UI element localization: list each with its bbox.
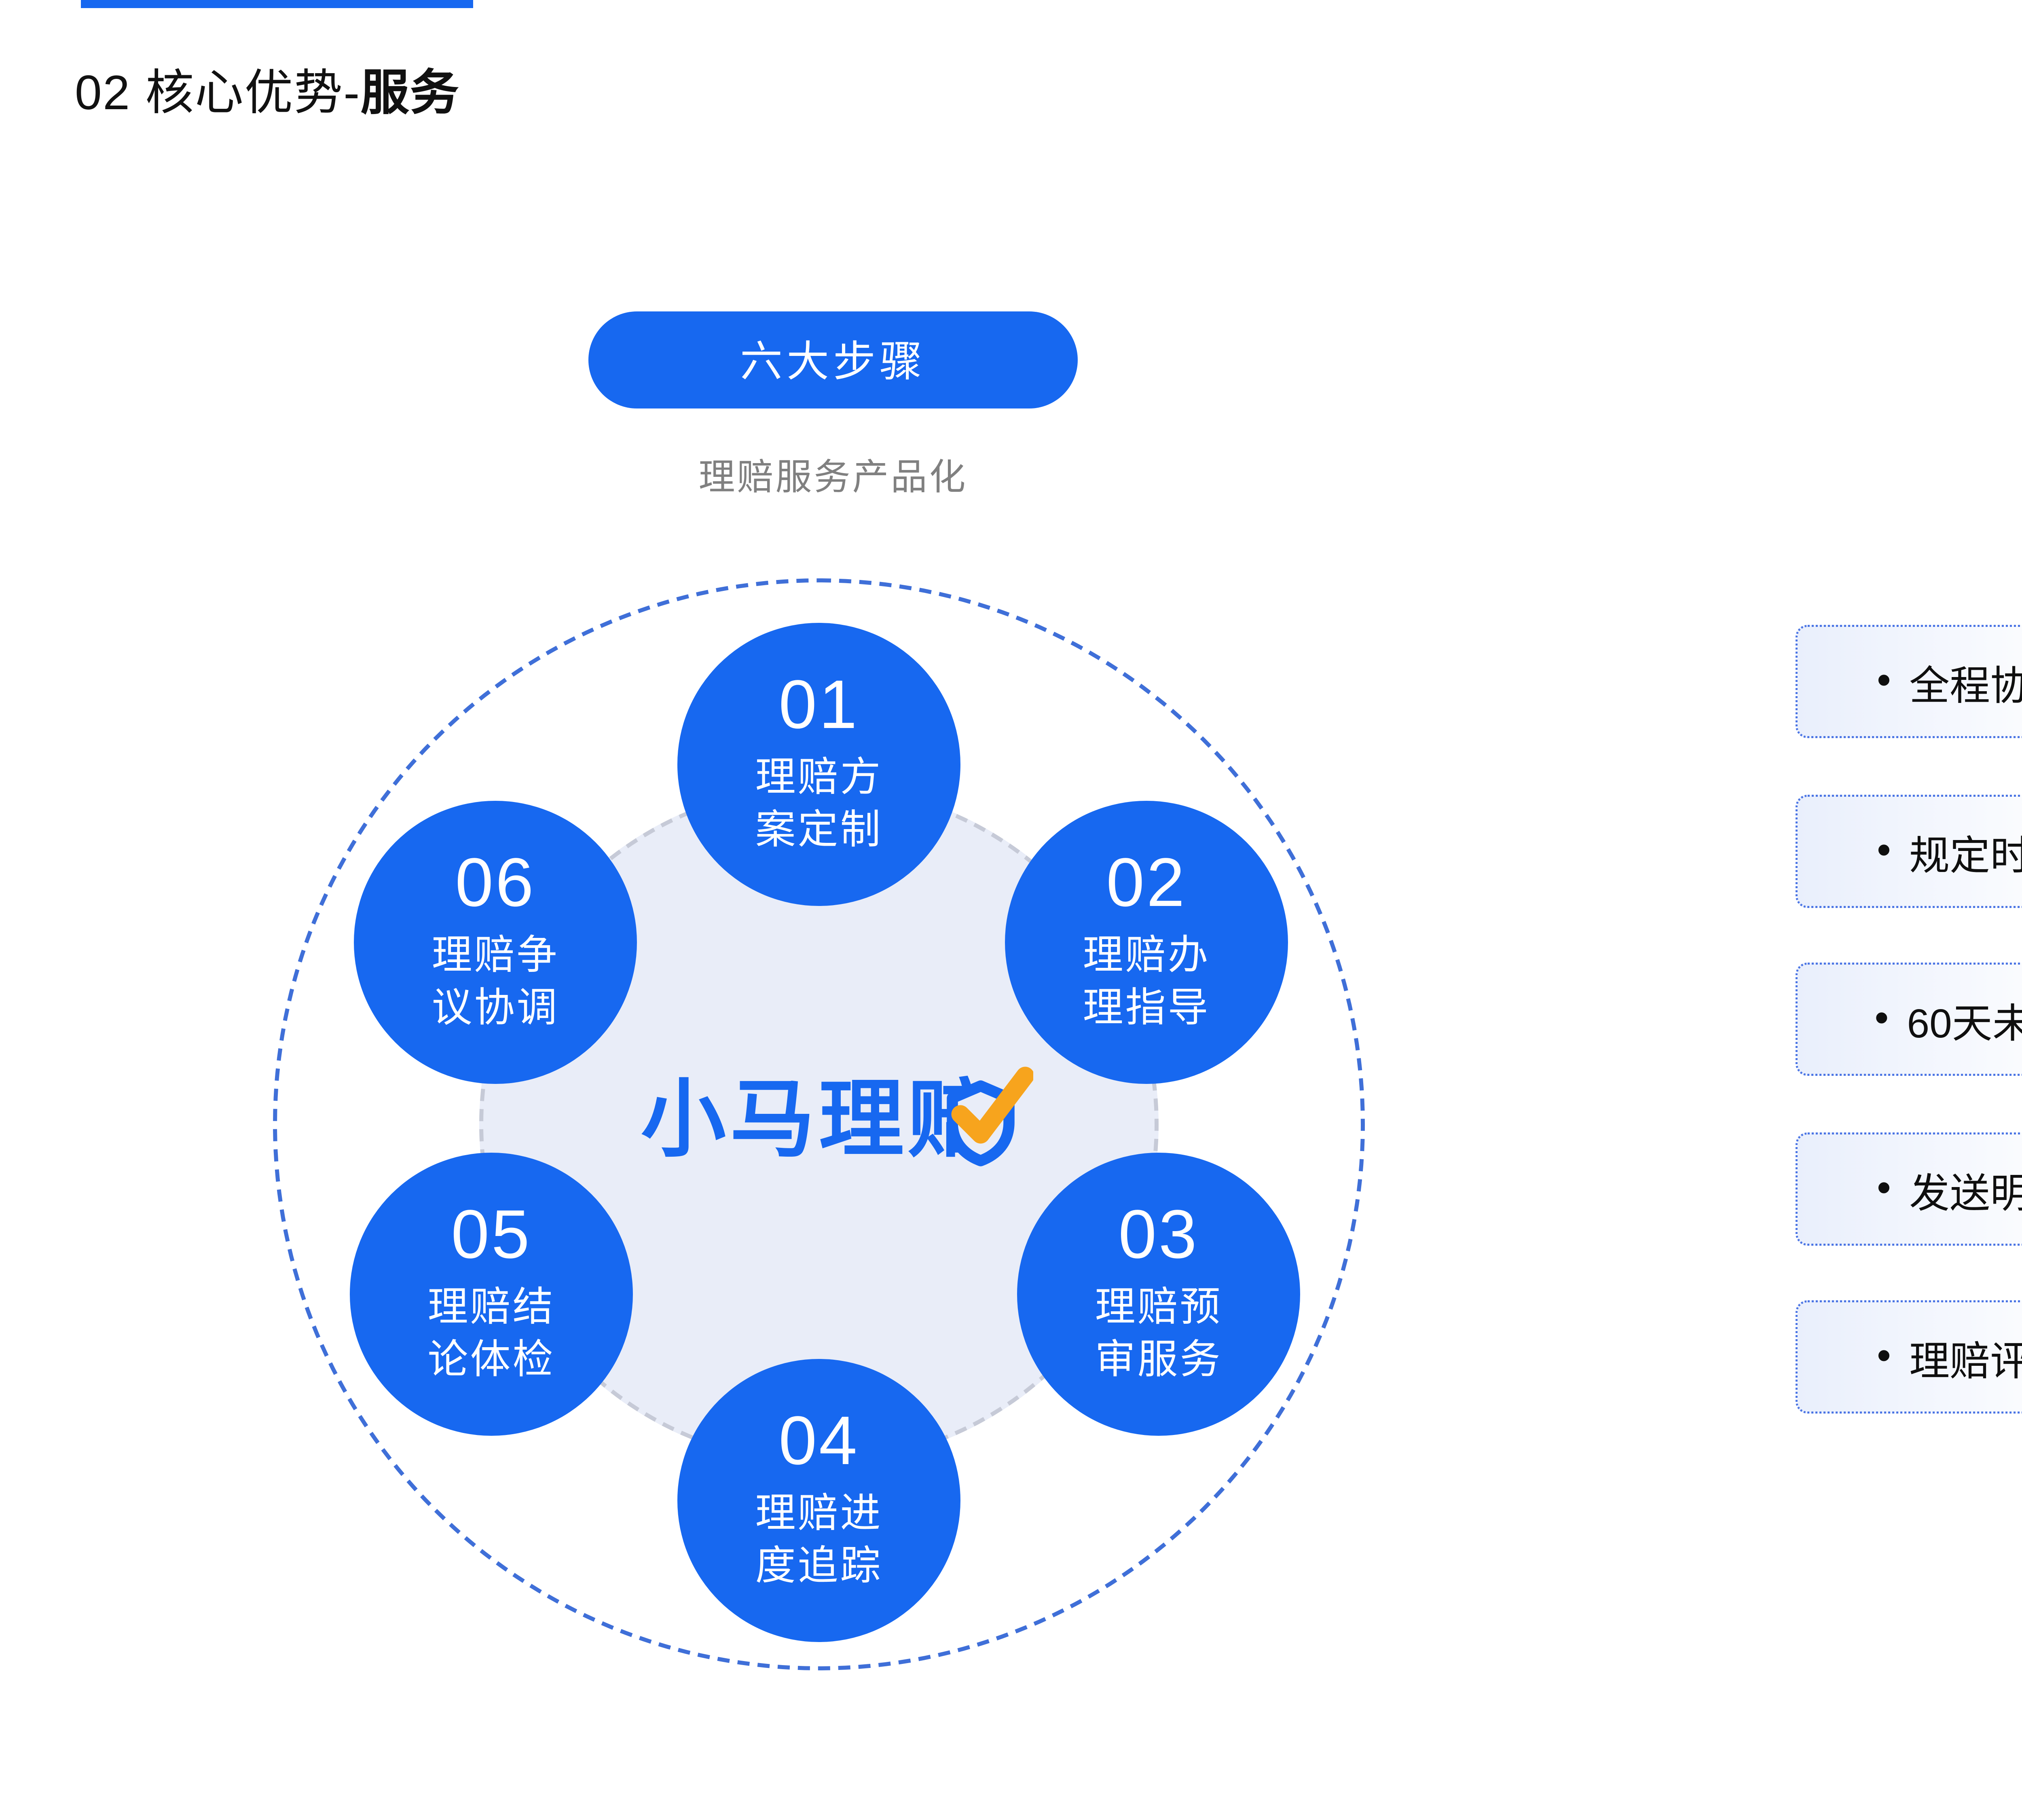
page-title-bold: 服务	[360, 67, 460, 121]
measure-box: • 全程协助 便捷省心	[1796, 625, 2022, 738]
measure-box: • 规定时间 保证时效	[1796, 795, 2022, 908]
step-label-line2: 度追踪	[755, 1545, 883, 1590]
measure-box: • 发送明细 透明赔付	[1796, 1132, 2022, 1246]
step-label-line2: 论体检	[427, 1339, 555, 1384]
outer-dashed-circle	[273, 578, 1365, 1670]
bullet-icon: •	[1877, 1166, 1891, 1211]
step-number: 01	[778, 667, 859, 744]
measure-label: 全程协助 便捷省心	[1909, 664, 2022, 709]
page-title: 02 核心优势-服务	[75, 53, 460, 123]
bullet-icon: •	[1877, 828, 1891, 873]
step-circle-02: 02 理赔办 理指导	[1005, 801, 1288, 1084]
step-number: 05	[451, 1196, 532, 1274]
step-number: 03	[1118, 1196, 1199, 1274]
step-label-line1: 理赔办	[1083, 935, 1210, 980]
step-number: 04	[778, 1403, 859, 1480]
step-label-line1: 理赔争	[431, 935, 559, 980]
step-label-line1: 理赔进	[755, 1493, 883, 1538]
six-steps-pill: 六大步骤	[588, 311, 1078, 408]
step-number: 02	[1106, 844, 1187, 922]
step-label-line1: 理赔结	[427, 1287, 555, 1331]
measure-box: • 60天未赔 先行垫付	[1796, 963, 2022, 1076]
measure-label: 规定时间 保证时效	[1909, 834, 2022, 879]
bullet-icon: •	[1877, 1333, 1891, 1378]
step-circle-04: 04 理赔进 度追踪	[677, 1359, 960, 1642]
shield-check-icon	[936, 1054, 1034, 1185]
step-number: 06	[455, 844, 536, 922]
step-label-line1: 理赔预	[1095, 1287, 1223, 1331]
step-label-line2: 案定制	[755, 809, 883, 854]
title-accent-bar	[81, 0, 473, 8]
step-label-line1: 理赔方	[755, 757, 883, 802]
step-circle-05: 05 理赔结 论体检	[350, 1153, 633, 1436]
step-circle-03: 03 理赔预 审服务	[1017, 1153, 1300, 1436]
measure-label: 60天未赔 先行垫付	[1907, 1002, 2022, 1047]
pony-claims-logo-text: 小马理赔	[641, 1072, 997, 1167]
step-circle-06: 06 理赔争 议协调	[354, 801, 637, 1084]
bullet-icon: •	[1877, 658, 1891, 703]
step-label-line2: 理指导	[1083, 987, 1210, 1032]
six-steps-subtitle: 理赔服务产品化	[698, 457, 968, 497]
step-label-line2: 议协调	[431, 987, 559, 1032]
page-title-prefix: 02 核心优势-	[75, 67, 361, 121]
measure-label: 理赔评价 在线监督	[1909, 1340, 2022, 1384]
pony-claims-logo: 小马理赔	[479, 1067, 1159, 1166]
step-label-line2: 审服务	[1095, 1339, 1223, 1384]
bullet-icon: •	[1874, 996, 1889, 1041]
measure-box: • 理赔评价 在线监督	[1796, 1300, 2022, 1414]
measure-label: 发送明细 透明赔付	[1909, 1172, 2022, 1217]
step-circle-01: 01 理赔方 案定制	[677, 623, 960, 906]
